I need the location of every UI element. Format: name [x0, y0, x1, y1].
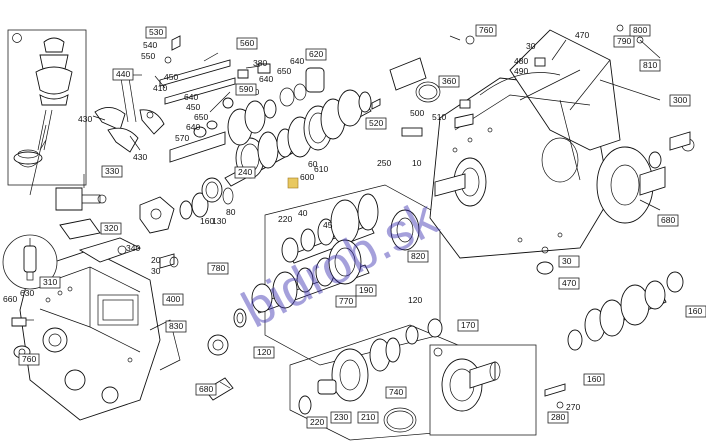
part-labels: 530 540 550 560 440 450 410 380 640 620 …: [3, 24, 706, 429]
label-760-left: 760: [22, 354, 36, 364]
bearings-chain: [179, 177, 234, 220]
label-610: 610: [314, 164, 328, 174]
label-650-b: 650: [194, 112, 208, 122]
label-190: 190: [359, 285, 373, 295]
label-560: 560: [240, 38, 254, 48]
label-160-c: 160: [587, 374, 601, 384]
label-570: 570: [175, 133, 189, 143]
label-80: 80: [226, 207, 236, 217]
label-800: 800: [633, 25, 647, 35]
label-10: 10: [412, 158, 422, 168]
label-430-left: 430: [78, 114, 92, 124]
label-230: 230: [334, 412, 348, 422]
label-450-mid: 450: [186, 102, 200, 112]
label-220-a: 220: [278, 214, 292, 224]
label-130: 130: [212, 216, 226, 226]
label-740: 740: [389, 387, 403, 397]
label-640-c: 640: [184, 92, 198, 102]
label-280: 280: [551, 412, 565, 422]
label-600-b: 60: [308, 159, 318, 169]
label-450-top: 450: [164, 72, 178, 82]
label-160-a: 160: [200, 216, 214, 226]
label-810: 810: [643, 60, 657, 70]
left-gearbox-housing: [19, 237, 181, 421]
label-400: 400: [166, 294, 180, 304]
inset-gear-lever: [7, 29, 87, 186]
leader-lines: [29, 35, 661, 389]
label-510: 510: [432, 112, 446, 122]
label-30: 30: [151, 266, 161, 276]
label-30-b: 30: [526, 41, 536, 51]
label-250: 250: [377, 158, 391, 168]
label-790: 790: [617, 36, 631, 46]
label-490: 490: [514, 66, 528, 76]
label-620: 620: [309, 49, 323, 59]
label-780: 780: [211, 263, 225, 273]
label-520: 520: [369, 118, 383, 128]
label-170: 170: [461, 320, 475, 330]
label-640-d: 640: [186, 122, 200, 132]
label-630: 630: [20, 288, 34, 298]
label-660: 660: [3, 294, 17, 304]
label-340: 340: [126, 243, 140, 253]
label-320: 320: [104, 223, 118, 233]
inset-sensor-circle: [2, 234, 58, 290]
label-480: 480: [514, 56, 528, 66]
label-240: 240: [238, 167, 252, 177]
label-540: 540: [143, 40, 157, 50]
label-360: 360: [442, 76, 456, 86]
label-410: 410: [153, 83, 167, 93]
label-530: 530: [149, 27, 163, 37]
countershaft-panel: [233, 184, 441, 366]
label-430-bottom: 430: [133, 152, 147, 162]
label-440: 440: [116, 69, 130, 79]
label-330: 330: [105, 166, 119, 176]
label-30-c: 30: [562, 256, 572, 266]
label-470-top: 470: [575, 30, 589, 40]
lower-gear-group: [204, 318, 471, 441]
inset-output-flange: [429, 344, 537, 436]
label-380: 380: [253, 58, 267, 68]
label-470-bottom: 470: [562, 278, 576, 288]
label-210: 210: [361, 412, 375, 422]
label-550: 550: [141, 51, 155, 61]
main-shaft-upper: [224, 67, 381, 187]
label-770: 770: [339, 296, 353, 306]
label-310: 310: [43, 277, 57, 287]
label-220-b: 220: [310, 417, 324, 427]
label-680-right: 680: [661, 215, 675, 225]
label-680-left: 680: [199, 384, 213, 394]
label-40: 40: [298, 208, 308, 218]
label-590: 590: [239, 84, 253, 94]
label-820: 820: [411, 251, 425, 261]
label-760-right: 760: [479, 25, 493, 35]
right-gearbox-housing: [389, 29, 621, 259]
label-120-a: 120: [257, 347, 271, 357]
right-lower-shaft: [544, 271, 684, 409]
label-20: 20: [151, 255, 161, 265]
label-160-right: 160: [688, 306, 702, 316]
label-270: 270: [566, 402, 580, 412]
label-600: 600: [300, 172, 314, 182]
right-end-cover: [465, 24, 695, 275]
label-300: 300: [673, 95, 687, 105]
shift-forks: [94, 35, 271, 163]
watermark-logo: [287, 177, 299, 189]
label-640-a: 640: [290, 56, 304, 66]
label-640-b: 640: [259, 74, 273, 84]
label-120-b: 120: [408, 295, 422, 305]
label-45: 45: [323, 220, 333, 230]
label-500: 500: [410, 108, 424, 118]
label-830: 830: [169, 321, 183, 331]
label-650-a: 650: [277, 66, 291, 76]
